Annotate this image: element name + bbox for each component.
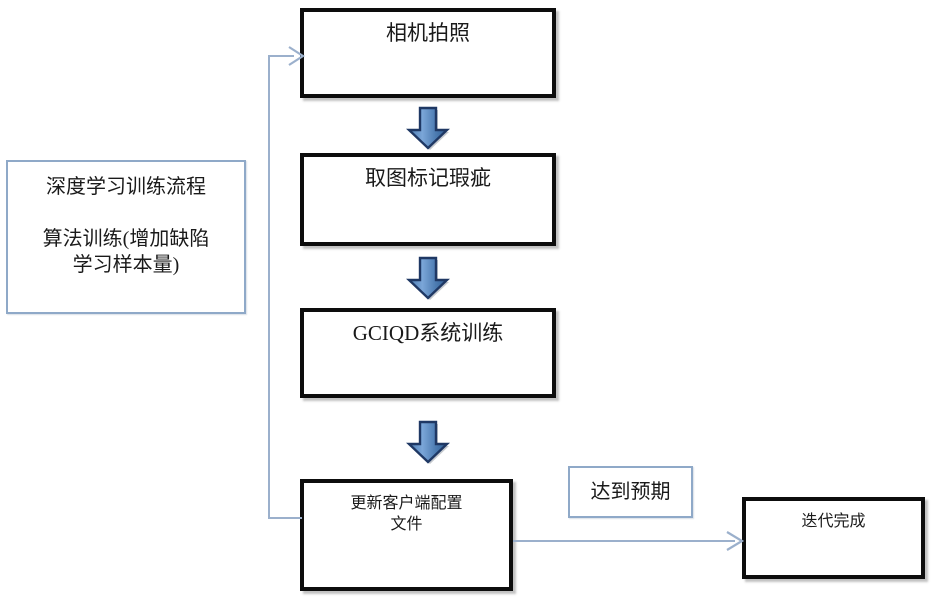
down-block-arrow-svg bbox=[405, 420, 451, 464]
feedback-connector-bottom-segment bbox=[268, 517, 302, 519]
process-box-mark-defects-label: 取图标记瑕疵 bbox=[365, 166, 491, 190]
process-box-camera-label: 相机拍照 bbox=[386, 21, 470, 45]
down-block-arrow-icon bbox=[405, 106, 451, 150]
process-box-mark-defects: 取图标记瑕疵 bbox=[300, 153, 556, 246]
info-panel-line-2: 算法训练(增加缺陷 学习样本量) bbox=[42, 228, 210, 276]
down-block-arrow-svg bbox=[405, 256, 451, 300]
feedback-arrowhead-svg bbox=[288, 46, 306, 66]
terminal-box-iteration-complete: 迭代完成 bbox=[742, 497, 925, 579]
down-block-arrow-icon bbox=[405, 256, 451, 300]
process-box-camera: 相机拍照 bbox=[300, 8, 556, 98]
process-box-update-client-config: 更新客户端配置 文件 bbox=[300, 479, 513, 591]
info-panel-line-1: 深度学习训练流程 bbox=[46, 176, 206, 198]
feedback-arrowhead-icon bbox=[286, 44, 308, 73]
output-connector-line bbox=[513, 540, 735, 542]
process-box-system-training: GCIQD系统训练 bbox=[300, 308, 556, 398]
process-box-system-training-label: GCIQD系统训练 bbox=[352, 321, 504, 345]
condition-box-meets-expectation: 达到预期 bbox=[568, 466, 693, 518]
down-block-arrow-svg bbox=[405, 106, 451, 150]
info-panel: 深度学习训练流程 算法训练(增加缺陷 学习样本量) bbox=[6, 160, 246, 314]
condition-box-meets-expectation-label: 达到预期 bbox=[590, 480, 671, 503]
terminal-box-iteration-complete-label: 迭代完成 bbox=[801, 513, 866, 530]
feedback-connector-vertical-segment bbox=[268, 55, 270, 519]
output-arrowhead-icon bbox=[723, 529, 747, 558]
down-block-arrow-icon bbox=[405, 420, 451, 464]
process-box-update-client-config-label: 更新客户端配置 文件 bbox=[350, 495, 463, 534]
feedback-connector-top-segment bbox=[268, 55, 294, 57]
output-arrowhead-svg bbox=[726, 531, 745, 551]
